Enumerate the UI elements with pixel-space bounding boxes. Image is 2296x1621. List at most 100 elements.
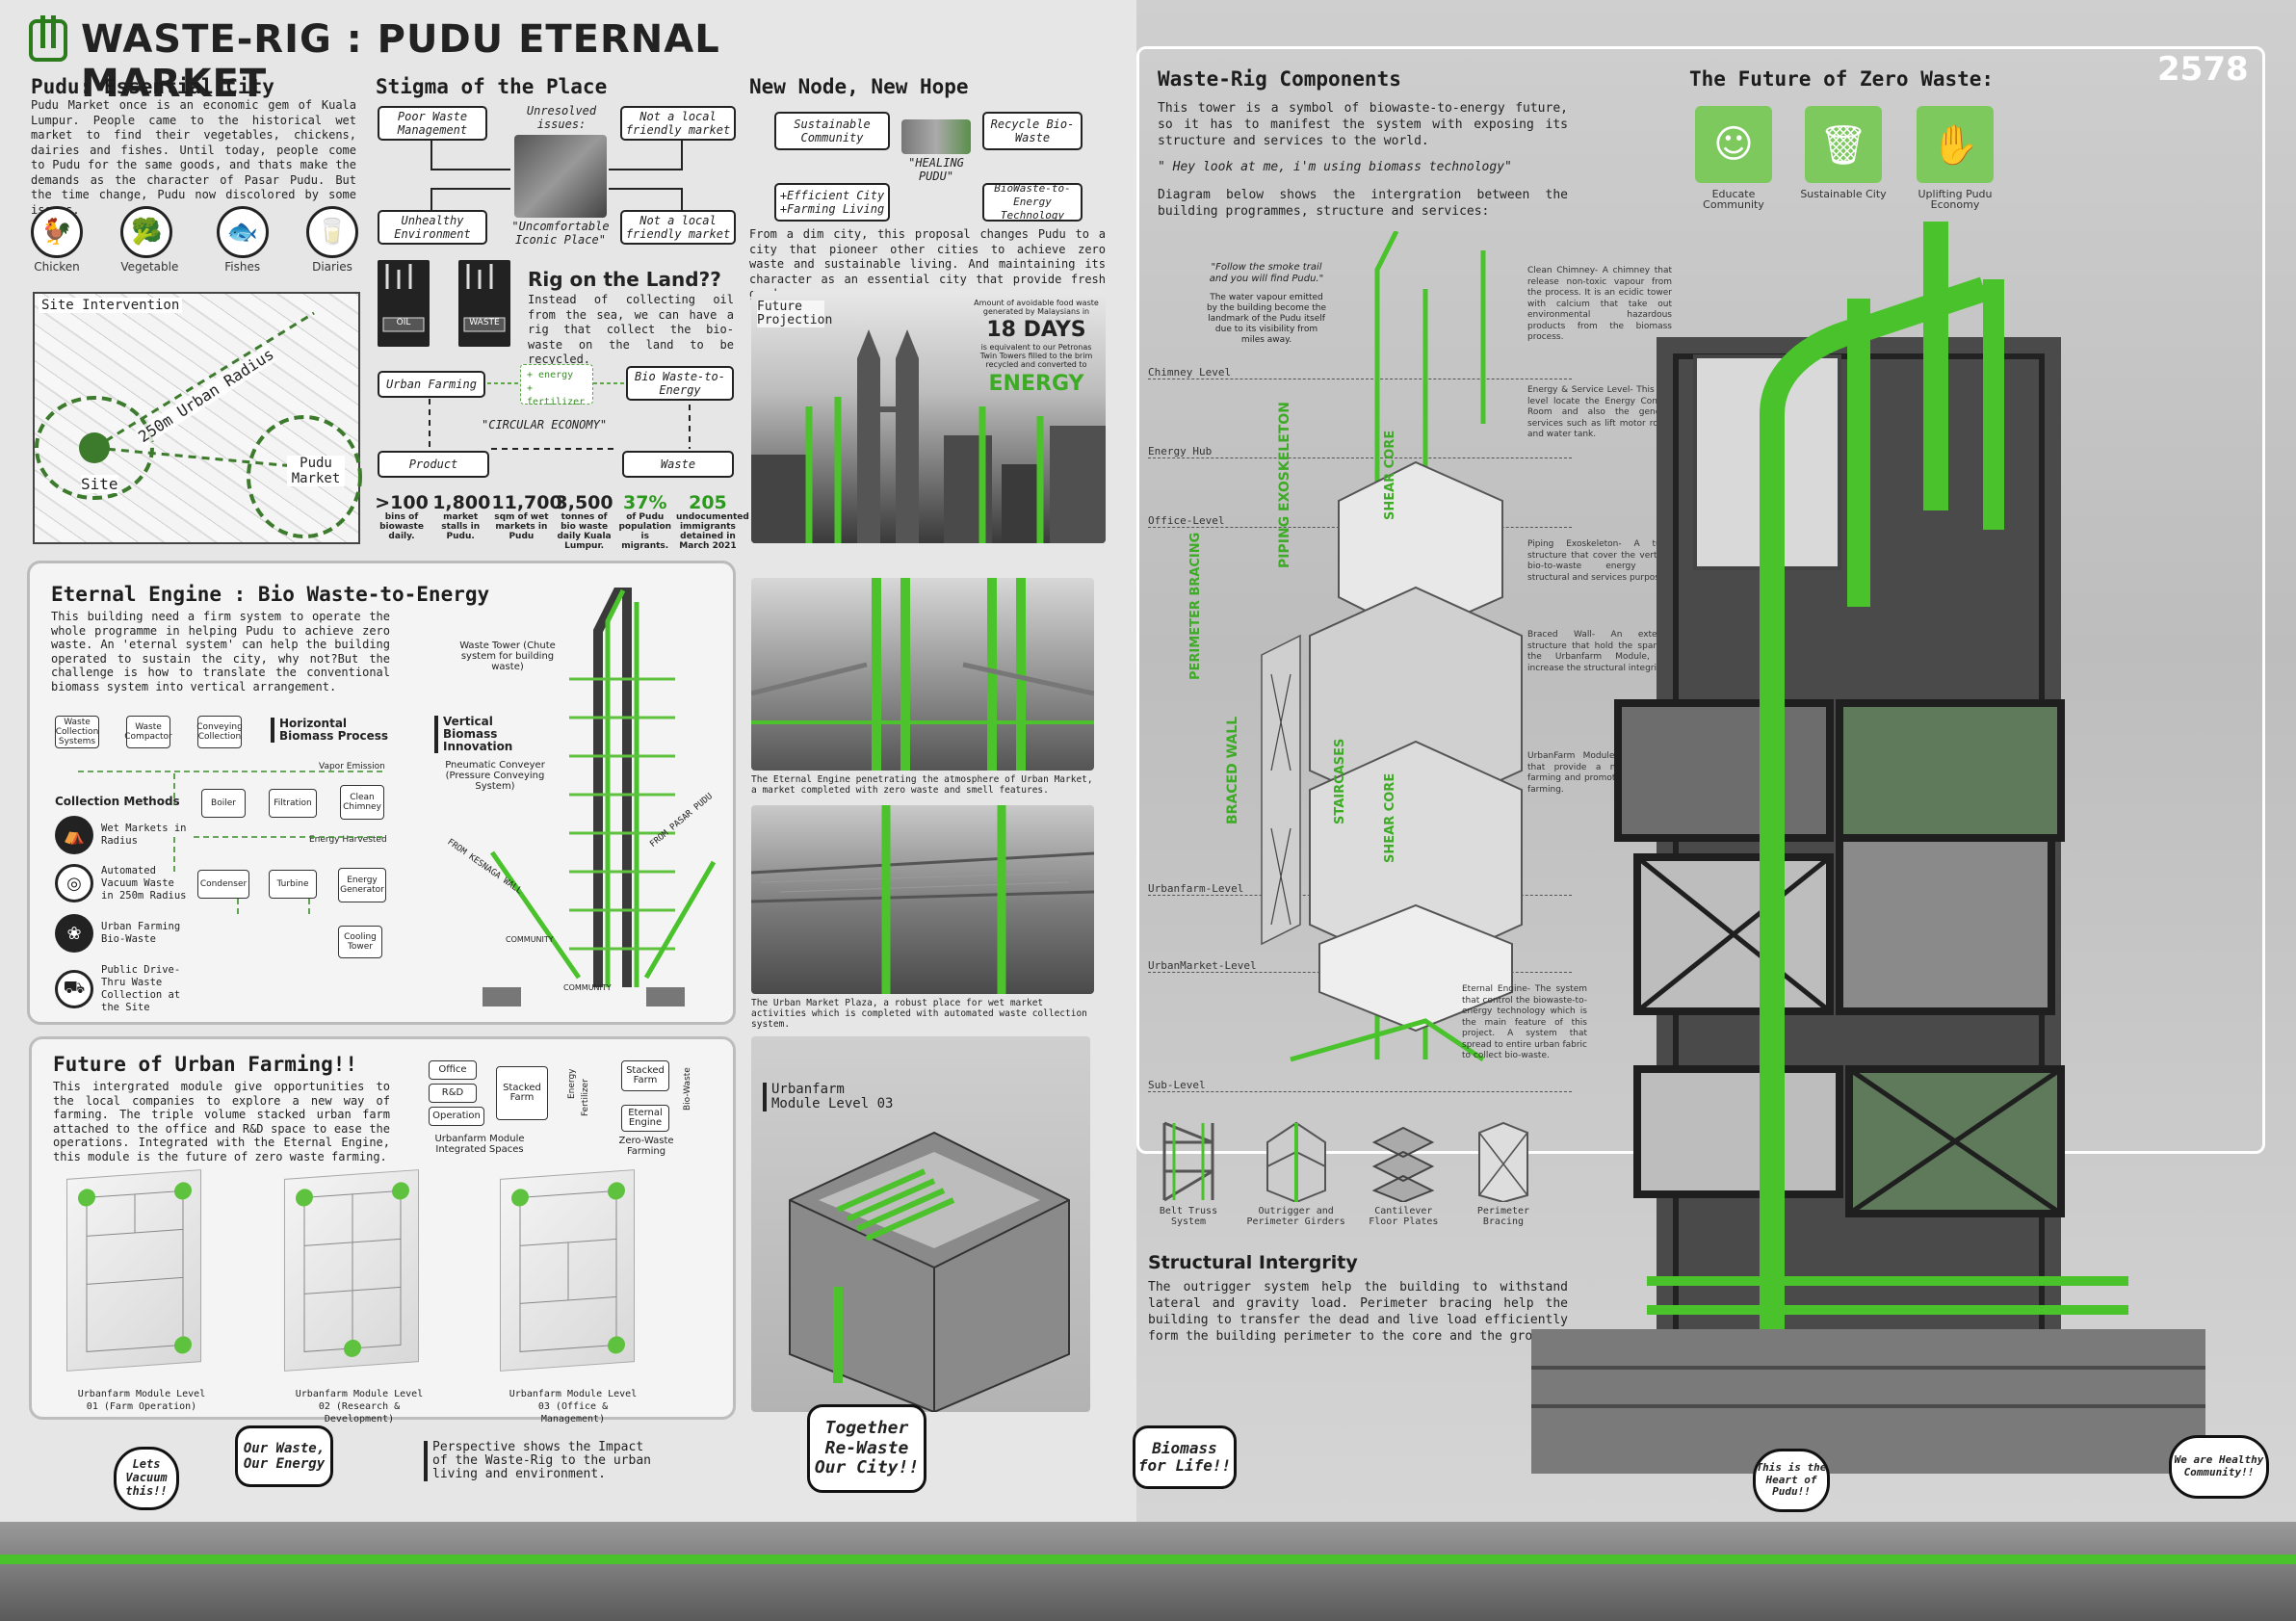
unresolved-label: Unresolved issues: [526,104,597,131]
office-box: Office [429,1060,477,1080]
rig-body: Instead of collecting oil from the sea, … [528,293,734,366]
vlabel-shear-1: SHEAR CORE [1383,430,1397,520]
stat-value: 11,700 [491,492,562,513]
perimeter-bracing-item: Perimeter Bracing [1460,1113,1547,1227]
method-vacuum: ◎Automated Vacuum Waste in 250m Radius [55,864,188,902]
stat-label: bins of biowaste daily. [379,512,424,541]
economy-item: ✋ Uplifting Pudu Economy [1907,106,2003,210]
vapor-label: Vapor Emission [319,762,385,771]
struct-label: Outrigger and Perimeter Girders [1246,1206,1345,1227]
struct-label: Cantilever Floor Plates [1369,1206,1439,1227]
essential-heading: Pudu: Essential City [31,75,274,98]
waste-tower-label: Waste Tower (Chute system for building w… [459,641,556,672]
projection-label: Future Projection [757,300,833,327]
stat-label: market stalls in Pudu. [441,512,481,541]
plan-level-03 [500,1169,635,1372]
projection-small-text: Amount of avoidable food waste generated… [974,299,1099,316]
fertilizer-text: + fertilizer [527,383,586,407]
horizontal-process-label: Horizontal Biomass Process [271,718,396,743]
not-local-box-2: Not a local friendly market [620,210,736,245]
struct-label: Perimeter Bracing [1476,1206,1530,1227]
cantilever-item: Cantilever Floor Plates [1357,1113,1449,1227]
plan-level-02 [284,1169,419,1372]
stat-migrants: 37%of Pudu population is migrants. [617,493,673,551]
energy-text: + energy [527,370,574,380]
oil-label: OIL [396,318,411,327]
circular-arrows [429,382,691,450]
method-label: Automated Vacuum Waste in 250m Radius [101,864,187,902]
future-projection-image: Future Projection Amount of avoidable fo… [751,291,1106,543]
stat-label: sqm of wet markets in Pudu [494,512,549,541]
projection-days: 18 DAYS [986,318,1086,342]
site-intervention-label: Site Intervention [39,298,183,313]
vertical-engine-diagram [483,588,717,1007]
projection-energy: ENERGY [988,372,1084,396]
healing-photo [901,119,971,154]
struct-label: Belt Truss System [1159,1206,1218,1227]
waste-box: Waste [622,451,734,478]
urban-farming-panel: Future of Urban Farming!! This intergrat… [29,1036,736,1425]
plan-label-02: Urbanfarm Module Level 02 (Research & De… [295,1389,424,1425]
step-filtration: Filtration [269,789,317,818]
stat-value: 3,500 [555,492,613,513]
stat-value: 205 [689,492,727,513]
structural-heading: Structural Intergrity [1148,1252,1358,1273]
green-pipe [0,1555,2296,1564]
components-heading: Waste-Rig Components [1158,67,1401,91]
vlabel-piping: PIPING EXOSKELETON [1277,402,1292,568]
vegetable-label: Vegetable [120,260,179,274]
future-icons: ☺Educate Community 🗑Sustainable City ✋Up… [1687,106,2003,210]
efficient-city-box: +Efficient City +Farming Living [774,183,890,222]
energy-fertilizer-box: + energy + fertilizer [520,364,593,407]
structural-icons: Belt Truss System Outrigger and Perimete… [1142,1113,1547,1227]
farm-icon: ❀ [55,914,93,953]
stacked-farm-box-2: Stacked Farm [621,1060,669,1091]
energy-harvested-label: Energy Harvested [309,835,387,845]
recycle-box: Recycle Bio-Waste [982,112,1083,150]
urban-market-plaza-photo [751,805,1094,994]
vlabel-shear-2: SHEAR CORE [1383,772,1397,863]
step-turbine: Turbine [269,870,317,899]
diaries-label: Diaries [312,260,352,274]
level-chimney: Chimney Level [1148,366,1572,379]
pudu-market-label: Pudu Market [287,456,345,486]
module-label: Urbanfarm Module Level 03 [763,1083,898,1111]
fish-icon: 🐟 [216,206,269,258]
eternal-engine-box: Eternal Engine [621,1105,669,1132]
step-conveying: Conveying Collection [196,716,243,748]
node-heading: New Node, New Hope [749,75,969,98]
hand-icon: ✋ [1917,106,1994,183]
node-body: From a dim city, this proposal changes P… [749,227,1106,301]
components-quote: " Hey look at me, i'm using biomass tech… [1158,160,1512,174]
bubble-vacuum: Lets Vacuum this!! [114,1447,179,1510]
biowaste-vertical-label: Bio-Waste [683,1067,692,1111]
project-code: 2578 [2157,50,2249,89]
truck-icon: ⛟ [55,970,93,1008]
method-wet-markets: ⛺Wet Markets in Radius [55,816,188,854]
fishes-item: 🐟Fishes [216,206,269,273]
bubble-healthy: We are Healthy Community!! [2169,1435,2269,1499]
urbanfarm-module-axonometric: Urbanfarm Module Level 03 [751,1036,1090,1412]
ground-strip [0,1522,2296,1621]
healing-label: "HEALING PUDU" [908,156,964,183]
waste-label: WASTE [469,318,500,327]
stat-label: of Pudu population is migrants. [618,512,672,551]
pudu-market-photo [514,135,607,218]
exploded-tower-diagram [1261,231,1523,1062]
essential-body: Pudu Market once is an economic gem of K… [31,98,356,217]
plan-label-03: Urbanfarm Module Level 03 (Office & Mana… [509,1389,638,1425]
vlabel-stairs: STAIRCASES [1333,738,1347,824]
photo-caption-2: The Urban Market Plaza, a robust place f… [751,998,1087,1030]
smoke-body: The water vapour emitted by the building… [1206,293,1327,345]
step-energy-generator: Energy Generator [338,868,386,902]
diaries-item: 🥛Diaries [306,206,358,273]
future-label: Uplifting Pudu Economy [1918,188,1993,211]
market-icon: ⛺ [55,816,93,854]
uncomfortable-label: "Uncomfortable Iconic Place" [511,220,610,247]
biowaste-tech-box: BioWaste-to-Energy Technology [982,182,1083,222]
method-urban-farming: ❀Urban Farming Bio-Waste [55,914,188,953]
perspective-caption: Perspective shows the Impact of the Wast… [424,1441,663,1481]
